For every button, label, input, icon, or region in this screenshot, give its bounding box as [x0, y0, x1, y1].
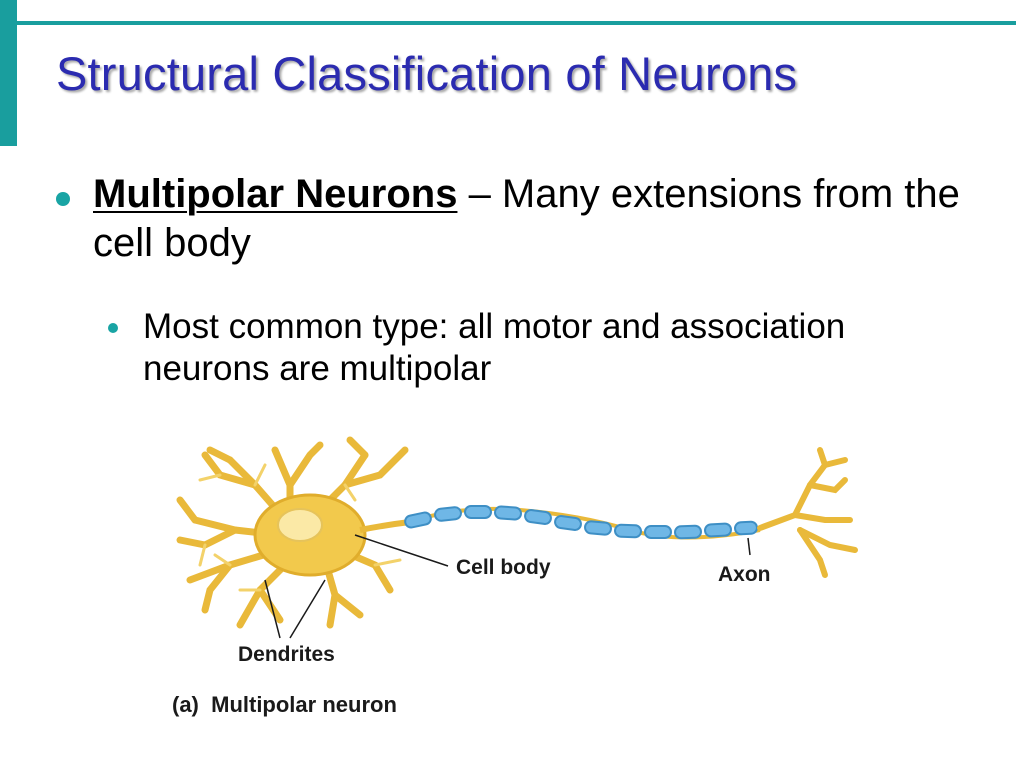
sub-bullet-common-type: Most common type: all motor and associat…: [108, 306, 868, 390]
neuron-figure: Cell body Axon Dendrites (a) Multipolar …: [172, 436, 858, 717]
bullet-text: Multipolar Neurons – Many extensions fro…: [93, 170, 986, 268]
figure-caption: (a) Multipolar neuron: [172, 692, 397, 717]
sub-bullet-dot-icon: [108, 323, 118, 333]
accent-bar-left: [0, 0, 17, 146]
slide-title: Structural Classification of Neurons: [56, 47, 798, 100]
dendrites-label: Dendrites: [238, 643, 335, 666]
multipolar-neuron-icon: [176, 436, 858, 629]
accent-line-top: [17, 21, 1016, 25]
bullet-dot-icon: [56, 192, 70, 206]
bullet-multipolar: Multipolar Neurons – Many extensions fro…: [56, 170, 986, 268]
cell-body-label: Cell body: [456, 556, 551, 579]
bullet-term: Multipolar Neurons: [93, 172, 458, 216]
axon-label: Axon: [718, 563, 771, 586]
sub-bullet-text: Most common type: all motor and associat…: [143, 307, 846, 388]
bullet-description: – Many extensions from the cell body: [93, 172, 960, 265]
